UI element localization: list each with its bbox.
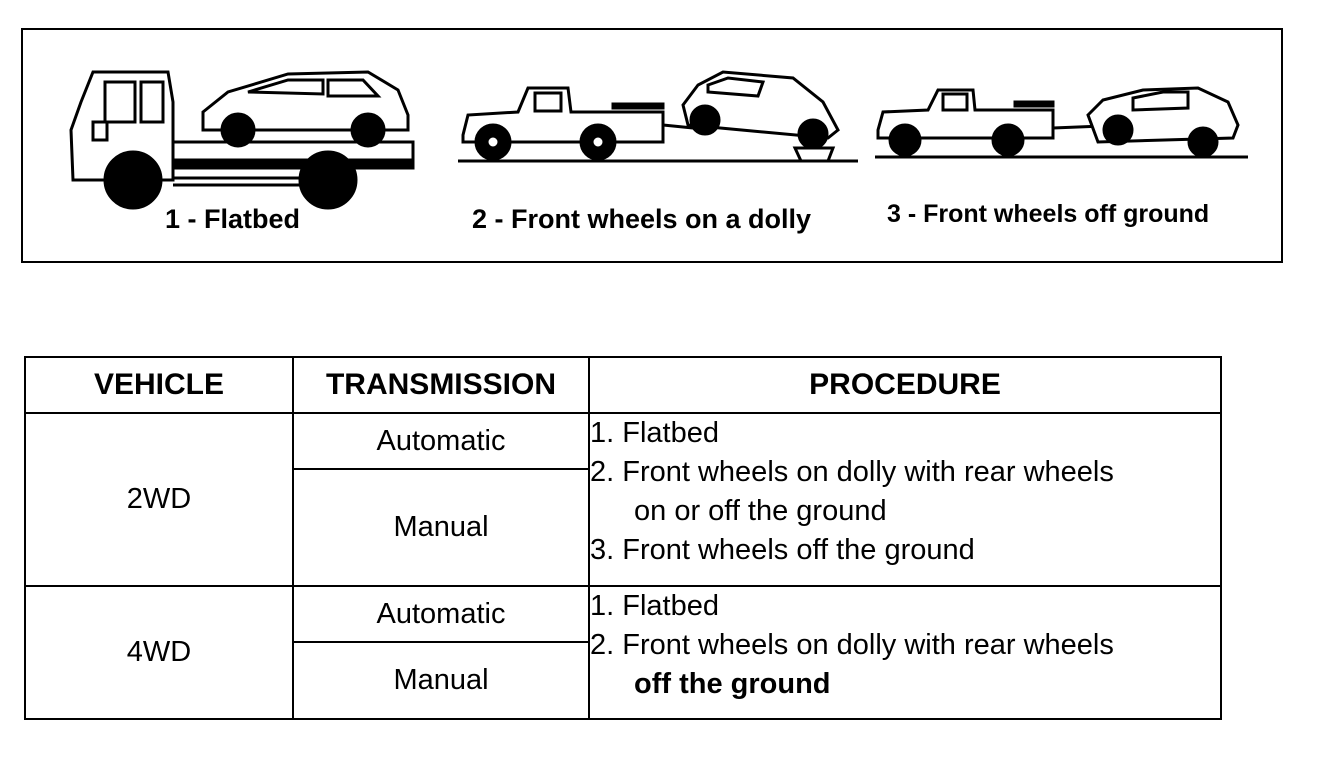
table-row: 4WD Automatic 1. Flatbed 2. Front wheels…	[24, 585, 1222, 720]
towing-methods-illustration-panel: 1 - Flatbed 2 - Front wheels on a dolly …	[21, 28, 1283, 263]
transmission-column-header: TRANSMISSION	[292, 356, 590, 414]
dolly-tow-illustration	[458, 70, 858, 163]
procedure-line: 2. Front wheels on dolly with rear wheel…	[590, 456, 1114, 488]
procedure-line: 2. Front wheels on dolly with rear wheel…	[590, 629, 1114, 661]
procedure-cell-2wd: 1. Flatbed 2. Front wheels on dolly with…	[588, 412, 1222, 587]
towing-methods-drawing	[69, 70, 1248, 210]
procedure-line-emphasis: off the ground	[634, 668, 831, 700]
vehicle-column-header: VEHICLE	[24, 356, 294, 414]
procedure-line: 1. Flatbed	[590, 590, 719, 622]
procedure-line: 3. Front wheels off the ground	[590, 534, 975, 566]
vehicle-cell-2wd: 2WD	[24, 412, 294, 587]
table-row: Manual	[25, 468, 1221, 587]
procedure-cell-4wd: 1. Flatbed 2. Front wheels on dolly with…	[588, 585, 1222, 720]
flatbed-truck-illustration	[69, 70, 415, 210]
transmission-cell: Manual	[292, 641, 590, 720]
flatbed-caption: 1 - Flatbed	[165, 204, 301, 234]
transmission-cell: Automatic	[292, 412, 590, 470]
transmission-cell: Automatic	[292, 585, 590, 643]
dolly-caption: 2 - Front wheels on a dolly	[472, 204, 812, 234]
towing-procedure-table: VEHICLE TRANSMISSION PROCEDURE 2WD Autom…	[24, 356, 1222, 720]
procedure-line: 1. Flatbed	[590, 417, 719, 449]
wheel-lift-caption: 3 - Front wheels off ground	[887, 200, 1210, 228]
procedure-column-header: PROCEDURE	[588, 356, 1222, 414]
vehicle-cell-4wd: 4WD	[24, 585, 294, 720]
table-row: 2WD Automatic 1. Flatbed 2. Front wheels…	[24, 412, 1222, 587]
table-row: Manual	[25, 641, 1221, 720]
wheel-lift-tow-illustration	[875, 86, 1248, 159]
procedure-line: on or off the ground	[634, 495, 887, 527]
table-header-row: VEHICLE TRANSMISSION PROCEDURE	[24, 356, 1222, 414]
transmission-cell: Manual	[292, 468, 590, 587]
